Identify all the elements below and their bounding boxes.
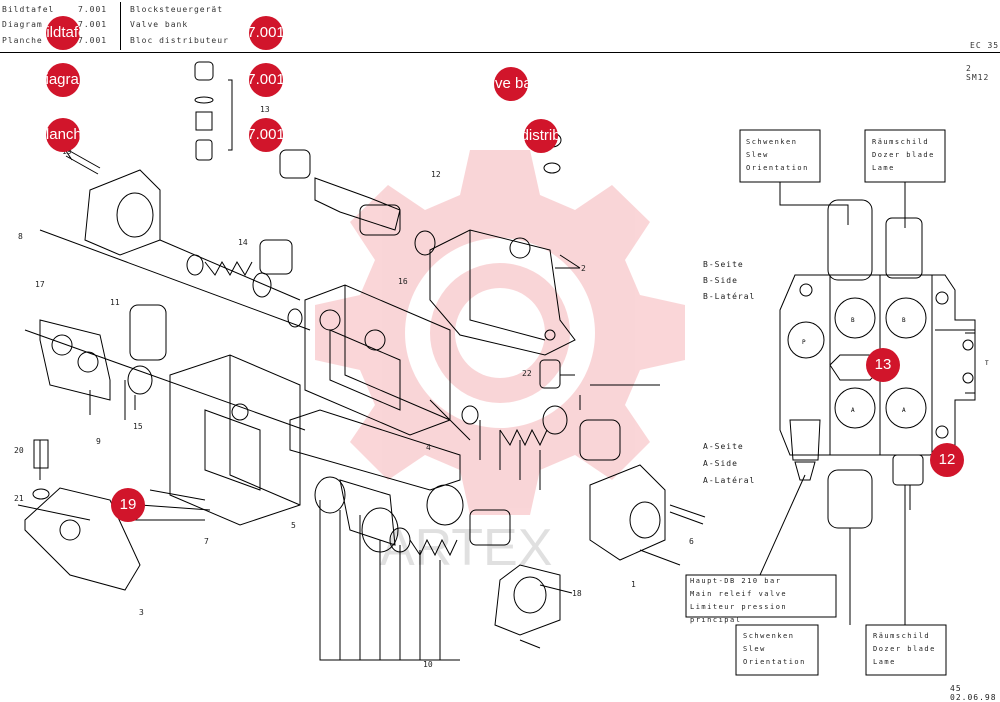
- part-number: 14: [238, 238, 248, 247]
- b-side-fr: B-Latéral: [703, 292, 756, 301]
- part-number: 9: [96, 437, 101, 446]
- b-side-de: B-Seite: [703, 260, 744, 269]
- hotspot-marker[interactable]: 7.001: [249, 63, 283, 97]
- model-code: EC 35: [970, 41, 1000, 50]
- part-number: 13: [260, 105, 270, 114]
- part-number: 6: [689, 537, 694, 546]
- header-label-2: Diagram: [2, 20, 43, 29]
- part-number: 8: [18, 232, 23, 241]
- hotspot-marker[interactable]: Bloc distributeur: [524, 119, 558, 153]
- hotspot-marker[interactable]: Valve bank: [494, 67, 528, 101]
- hotspot-marker[interactable]: 19: [111, 488, 145, 522]
- b-side-en: B-Side: [703, 276, 738, 285]
- title-en: Valve bank: [130, 20, 189, 29]
- part-number: 10: [423, 660, 433, 669]
- a-side-en: A-Side: [703, 459, 738, 468]
- header-rule: [0, 52, 1000, 53]
- hotspot-marker[interactable]: 7.001: [249, 16, 283, 50]
- part-number: 7: [204, 537, 209, 546]
- hotspot-marker[interactable]: Bildtafel: [46, 16, 80, 50]
- part-number: 12: [431, 170, 441, 179]
- part-number: 5: [291, 521, 296, 530]
- hotspot-marker[interactable]: Diagram: [46, 63, 80, 97]
- part-number: 11: [110, 298, 120, 307]
- watermark-gear: [315, 150, 685, 515]
- title-de: Blocksteuergerät: [130, 5, 224, 14]
- watermark-text: ARTEX: [380, 519, 552, 577]
- part-number: 16: [398, 277, 408, 286]
- part-number: 21: [14, 494, 24, 503]
- title-fr: Bloc distributeur: [130, 36, 229, 45]
- svg-text:A: A: [851, 407, 855, 414]
- part-number: 18: [572, 589, 582, 598]
- hotspot-marker[interactable]: 12: [930, 443, 964, 477]
- header-label-1: Bildtafel: [2, 5, 55, 14]
- hotspot-marker[interactable]: Planche: [46, 118, 80, 152]
- header-no-3: 7.001: [78, 36, 108, 45]
- part-number: 3: [139, 608, 144, 617]
- header-no-2: 7.001: [78, 20, 108, 29]
- header-no-1: 7.001: [78, 5, 108, 14]
- footer-date: 45 02.06.98: [950, 684, 997, 702]
- part-number: 1: [631, 580, 636, 589]
- header-divider: [120, 2, 121, 50]
- part-number: 20: [14, 446, 24, 455]
- a-side-de: A-Seite: [703, 442, 744, 451]
- svg-text:P: P: [802, 339, 806, 346]
- svg-text:B: B: [851, 317, 855, 324]
- part-number: 4: [426, 443, 431, 452]
- part-number: 15: [133, 422, 143, 431]
- header-label-3: Planche: [2, 36, 43, 45]
- part-number: 2: [581, 264, 586, 273]
- svg-text:T: T: [985, 360, 989, 367]
- a-side-fr: A-Latéral: [703, 476, 756, 485]
- part-number: 22: [522, 369, 532, 378]
- hotspot-marker[interactable]: 13: [866, 348, 900, 382]
- part-number: 17: [35, 280, 45, 289]
- svg-text:B: B: [902, 317, 906, 324]
- serial-code: 2 SM12: [966, 64, 990, 82]
- hotspot-marker[interactable]: 7.001: [249, 118, 283, 152]
- svg-text:A: A: [902, 407, 906, 414]
